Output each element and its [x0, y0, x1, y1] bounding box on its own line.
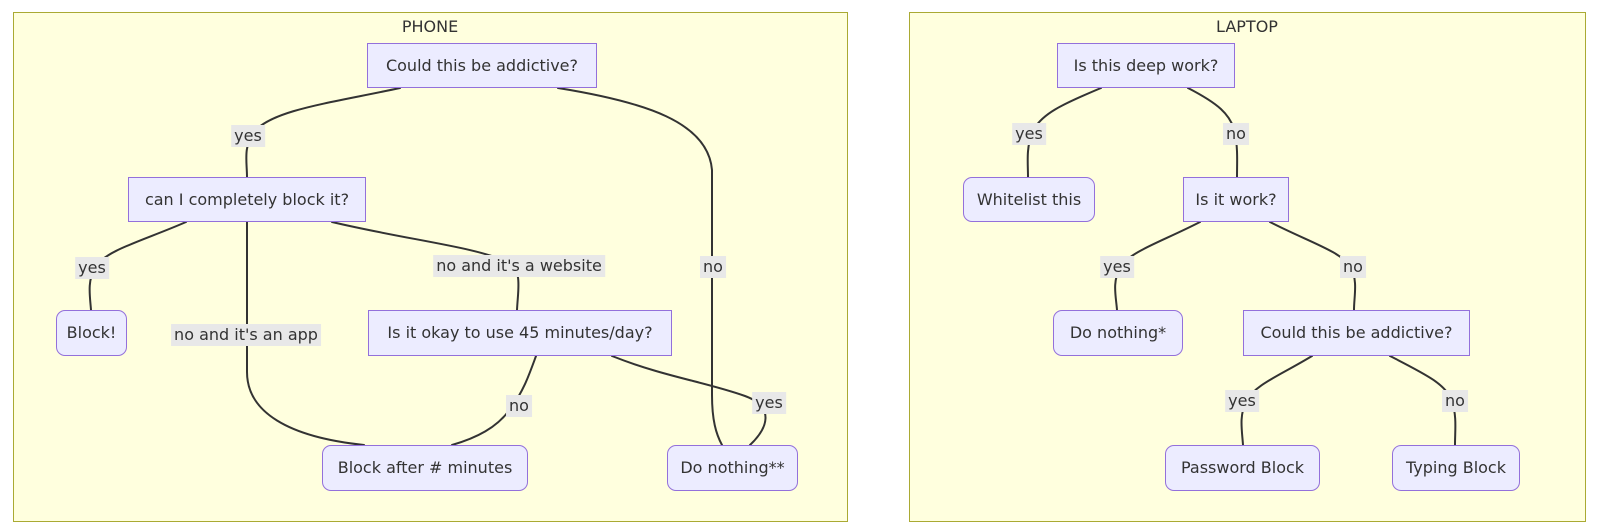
node-phone-block-after: Block after # minutes — [322, 445, 528, 491]
edge-label-laptop-addictive-yes: yes — [1225, 390, 1259, 412]
edge-label-laptop-addictive-no: no — [1442, 390, 1468, 412]
node-phone-ok-45: Is it okay to use 45 minutes/day? — [368, 310, 672, 356]
edge-label-phone-ok45-no: no — [506, 395, 532, 417]
node-laptop-deep-work: Is this deep work? — [1057, 43, 1235, 88]
edge-label-phone-addictive-yes: yes — [231, 125, 265, 147]
edge-label-laptop-iswork-yes: yes — [1100, 256, 1134, 278]
node-phone-can-block: can I completely block it? — [128, 177, 366, 222]
laptop-cluster-title: LAPTOP — [1216, 17, 1278, 36]
edge-label-phone-ok45-yes: yes — [752, 392, 786, 414]
edge-label-phone-canblock-website: no and it's a website — [433, 255, 605, 277]
node-laptop-addictive: Could this be addictive? — [1243, 310, 1470, 356]
node-phone-addictive: Could this be addictive? — [367, 43, 597, 88]
node-laptop-is-work: Is it work? — [1183, 177, 1289, 222]
edge-label-phone-addictive-no: no — [700, 256, 726, 278]
node-laptop-whitelist: Whitelist this — [963, 177, 1095, 222]
node-phone-block: Block! — [56, 310, 127, 356]
edge-label-laptop-deepwork-yes: yes — [1012, 123, 1046, 145]
node-phone-do-nothing: Do nothing** — [667, 445, 798, 491]
node-laptop-password-block: Password Block — [1165, 445, 1320, 491]
edge-label-laptop-iswork-no: no — [1340, 256, 1366, 278]
edge-label-phone-canblock-app: no and it's an app — [171, 324, 321, 346]
phone-cluster-title: PHONE — [401, 17, 459, 36]
edge-label-laptop-deepwork-no: no — [1223, 123, 1249, 145]
node-laptop-do-nothing: Do nothing* — [1053, 310, 1183, 356]
edge-label-phone-canblock-yes: yes — [75, 257, 109, 279]
node-laptop-typing-block: Typing Block — [1392, 445, 1520, 491]
